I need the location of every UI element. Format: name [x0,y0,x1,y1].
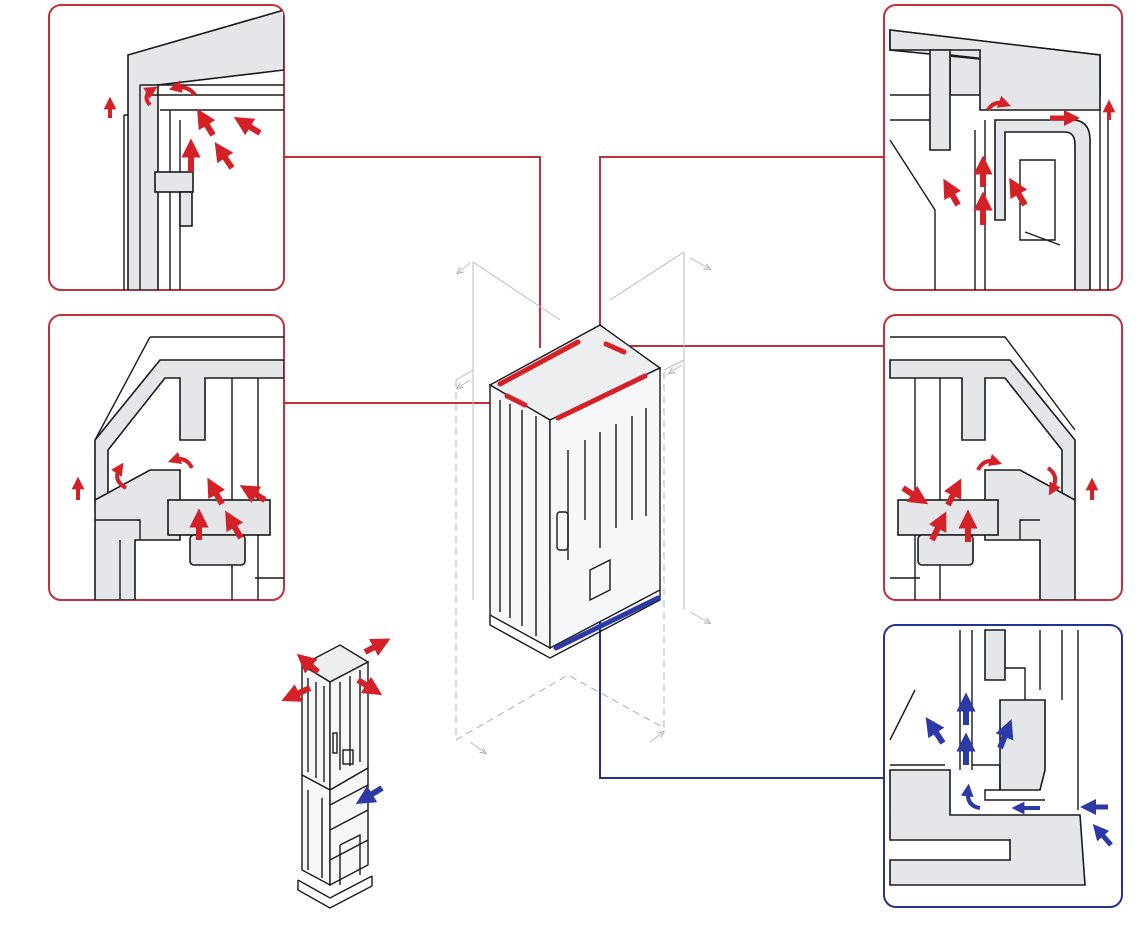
red-airflow-arrow-icon [986,95,1012,112]
red-airflow-arrow-icon [168,80,197,97]
red-airflow-arrow-icon [143,86,158,107]
guide-arrow-icon [459,379,471,387]
red-airflow-arrow-icon [1009,177,1028,207]
guide-planes [455,251,708,752]
red-airflow-arrow-icon [225,510,244,540]
red-airflow-arrow-icon [233,116,262,136]
blue-airflow-arrow-icon [355,785,384,805]
red-airflow-arrow-icon [214,142,235,170]
red-airflow-arrow-icon [976,453,1003,471]
red-airflow-arrow-icon [901,485,929,505]
red-airflow-arrow-icon [239,485,267,504]
red-airflow-arrow-icon [1046,466,1061,496]
red-airflow-arrow-icon [929,511,947,542]
red-airflow-arrow-icon [296,653,320,675]
leader-top-left [284,156,541,348]
red-airflow-arrow-icon [167,451,194,469]
red-airflow-arrow-icon [943,178,962,207]
enclosure-cabinet-icon [488,324,662,659]
roof-seal-left [497,339,581,387]
detail-mid-left [48,314,285,601]
leader-bottom-right [599,615,884,779]
red-airflow-arrow-icon [111,462,128,490]
guide-arrow-icon [689,611,708,622]
roof-seal-front [555,373,648,421]
red-airflow-arrow-icon [281,684,312,702]
cabinet-on-pedestal-icon [281,638,391,909]
guide-arrow-icon [459,262,471,272]
detail-mid-right [883,314,1123,601]
label-plate [589,558,611,602]
guide-arrow-icon [469,741,484,752]
guide-arrow-icon [671,364,683,372]
detail-top-right [883,4,1123,291]
red-airflow-arrow-icon [356,676,383,696]
red-airflow-arrow-icon [944,478,962,507]
blue-airflow-arrow-icon [995,719,1014,750]
plinth-seal [553,595,661,651]
blue-airflow-arrow-icon [960,783,981,810]
red-airflow-arrow-icon [196,108,216,137]
blue-airflow-arrow-icon [1092,823,1113,847]
roof-seal-corner [504,393,528,408]
red-airflow-arrow-icon [363,638,391,656]
detail-bottom-right [883,624,1123,908]
guide-arrow-icon [689,257,708,268]
red-airflow-arrow-icon [207,477,226,506]
guide-arrow-icon [649,733,662,743]
door-handle [556,511,569,551]
roof-seal-back [603,341,627,355]
leader-top-right [599,156,884,380]
blue-airflow-arrow-icon [925,717,946,745]
detail-top-left [48,4,285,291]
leader-lines [284,156,884,779]
